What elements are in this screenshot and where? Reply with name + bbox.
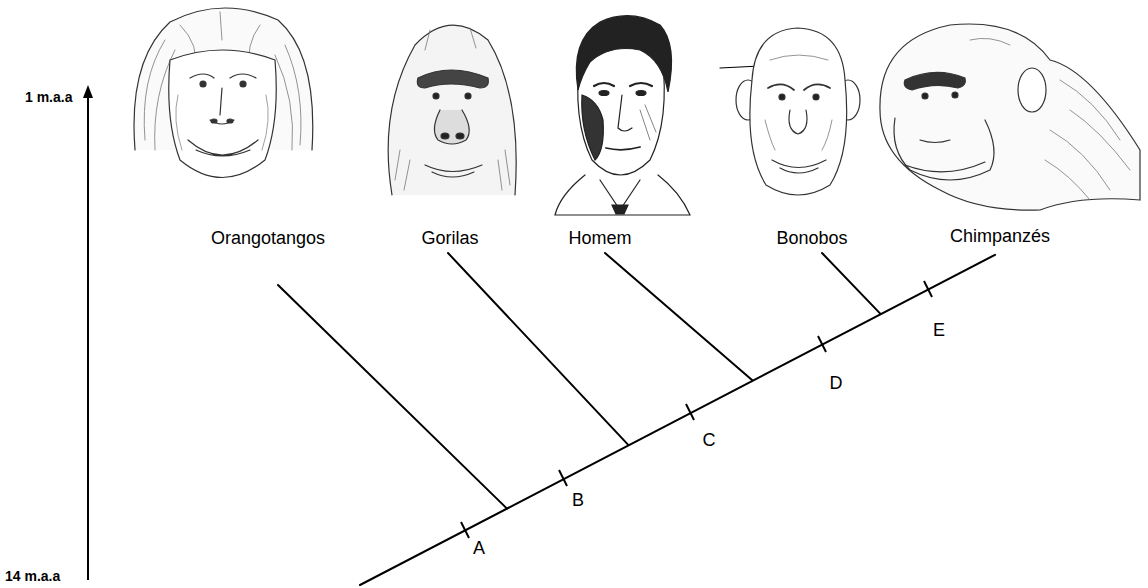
- character-letter: B: [572, 490, 584, 511]
- gorilla-sketch-part: [465, 93, 471, 99]
- bonobo-sketch-part: [765, 55, 832, 150]
- human-sketch-part: [578, 55, 665, 175]
- bonobo-sketch: [720, 28, 860, 195]
- bonobo-sketch-part: [779, 94, 785, 100]
- orangutan-sketch-part: [240, 81, 246, 87]
- gorilla-sketch-part: [425, 165, 482, 177]
- orangutan-sketch-part: [188, 140, 258, 156]
- chimpanzee-sketch-part: [1045, 80, 1130, 200]
- bonobo-sketch-part: [750, 28, 847, 195]
- orangutan-sketch-part: [227, 119, 233, 123]
- character-ticks: [461, 281, 932, 538]
- species-label: Bonobos: [776, 228, 847, 249]
- character-ticks-part: [559, 470, 567, 486]
- human-sketch-part: [636, 91, 646, 96]
- bonobo-sketch-part: [768, 84, 830, 90]
- bonobo-sketch-part: [789, 110, 807, 134]
- human-sketch-part: [640, 105, 656, 140]
- chimpanzee-sketch-part: [970, 38, 1010, 45]
- chimpanzee-sketch-part: [880, 24, 1140, 210]
- time-axis-part: [87, 96, 89, 580]
- tree-lines-part: [605, 253, 752, 380]
- time-axis-part: [83, 85, 93, 98]
- time-label: 14 m.a.a: [5, 568, 60, 584]
- character-ticks-part: [924, 281, 932, 297]
- human-sketch-part: [594, 83, 652, 86]
- chimpanzee-sketch-part: [904, 72, 965, 90]
- character-letter: D: [830, 373, 843, 394]
- gorilla-sketch-part: [388, 25, 516, 195]
- chimpanzee-sketch: [880, 24, 1140, 210]
- time-label: 1 m.a.a: [25, 89, 72, 105]
- bonobo-sketch-part: [772, 160, 826, 173]
- gorilla-sketch-part: [433, 93, 439, 99]
- orangutan-sketch-part: [211, 119, 217, 123]
- character-letter: C: [703, 430, 716, 451]
- character-letter: E: [933, 320, 945, 341]
- human-sketch: [555, 16, 690, 215]
- chimpanzee-sketch-part: [1018, 68, 1046, 112]
- gorilla-sketch-part: [395, 28, 510, 190]
- tree-lines: [278, 253, 995, 585]
- orangutan-sketch-part: [190, 74, 256, 78]
- orangutan-sketch-part: [200, 81, 206, 87]
- species-label: Chimpanzés: [950, 226, 1050, 247]
- gorilla-sketch-part: [417, 70, 488, 88]
- human-sketch-part: [618, 95, 632, 131]
- character-ticks-part: [461, 522, 469, 538]
- human-sketch-part: [582, 95, 604, 160]
- gorilla-sketch-part: [434, 110, 469, 144]
- character-ticks-part: [686, 404, 694, 420]
- human-sketch-part: [599, 91, 609, 96]
- human-sketch-part: [612, 205, 628, 214]
- orangutan-sketch-part: [169, 50, 277, 178]
- species-label: Gorilas: [421, 228, 478, 249]
- chimpanzee-sketch-part: [905, 140, 985, 172]
- bonobo-sketch-part: [813, 94, 819, 100]
- chimpanzee-sketch-part: [894, 118, 994, 180]
- human-sketch-part: [606, 147, 640, 150]
- chimpanzee-sketch-part: [952, 92, 958, 98]
- orangutan-sketch-part: [176, 95, 269, 150]
- tree-lines-part: [360, 255, 995, 585]
- orangutan-sketch: [134, 8, 313, 178]
- tree-lines-part: [278, 285, 507, 509]
- character-letter: A: [473, 538, 485, 559]
- chimpanzee-sketch-part: [922, 93, 928, 99]
- gorilla-sketch-part: [441, 133, 449, 139]
- gorilla-sketch-part: [456, 133, 464, 139]
- orangutan-sketch-part: [210, 88, 234, 124]
- gorilla-sketch: [388, 25, 516, 195]
- human-sketch-part: [576, 16, 671, 92]
- character-ticks-part: [818, 336, 826, 352]
- species-label: Orangotangos: [211, 228, 325, 249]
- species-label: Homem: [568, 228, 631, 249]
- time-axis: [83, 85, 93, 580]
- human-sketch-part: [555, 175, 690, 215]
- tree-lines-part: [822, 253, 880, 313]
- tree-lines-part: [448, 253, 628, 445]
